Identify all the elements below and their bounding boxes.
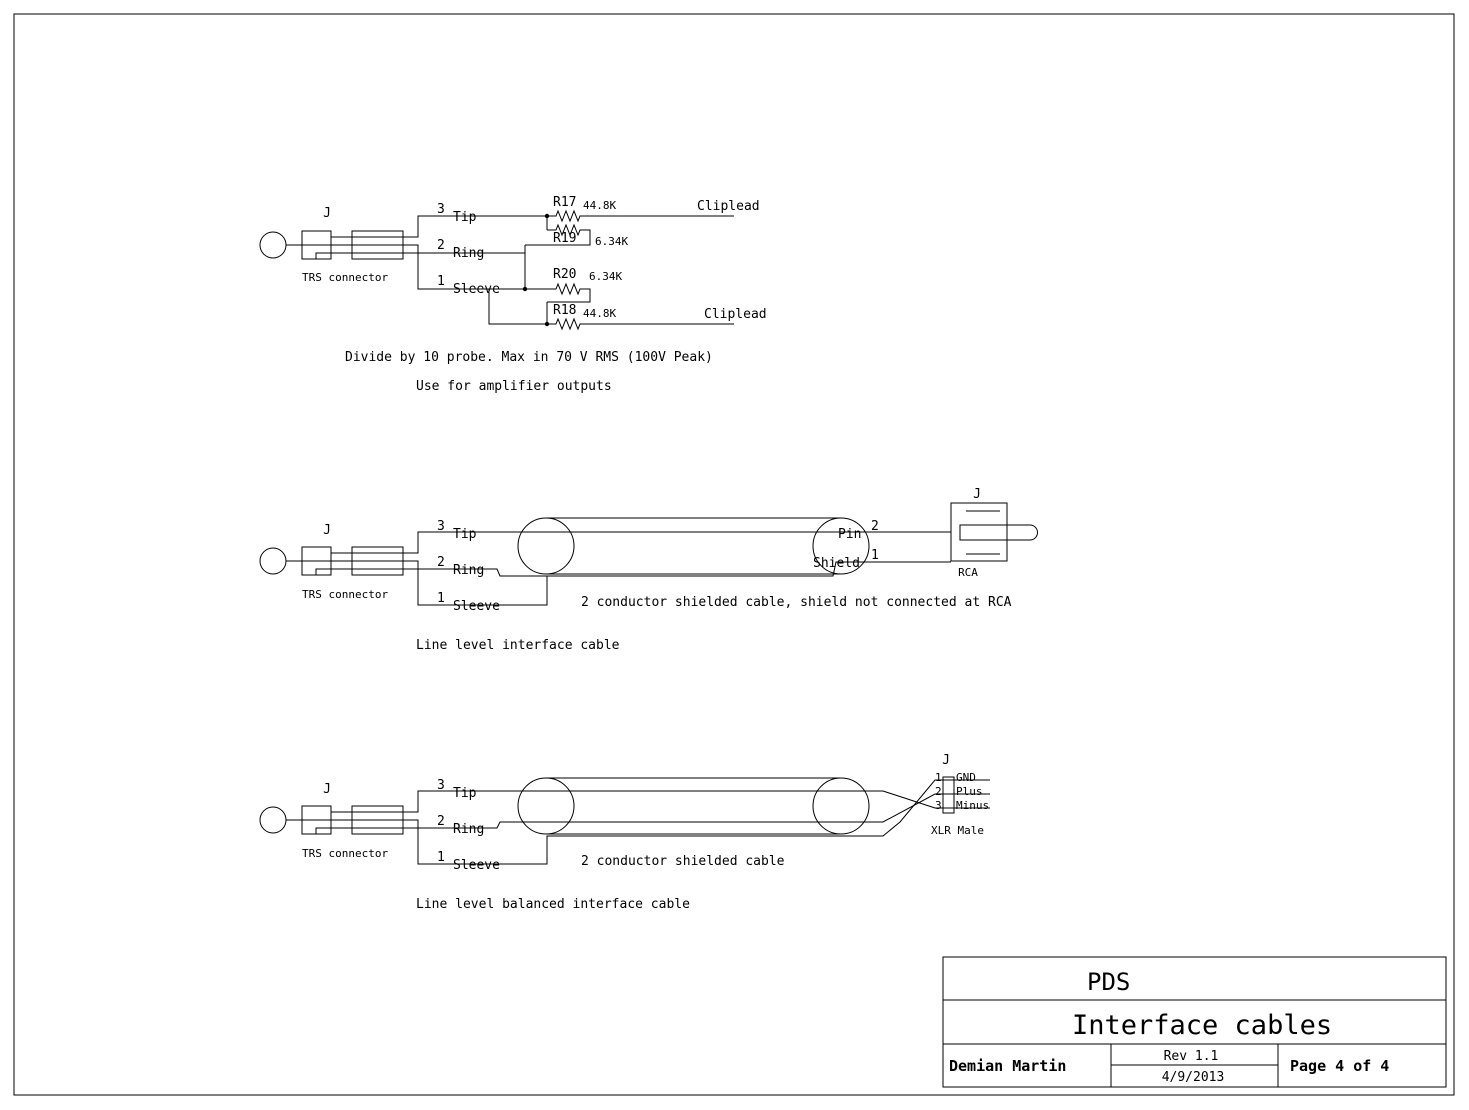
cable-caption: Line level balanced interface cable — [416, 897, 690, 912]
xlr-ref: J — [942, 753, 950, 768]
connector-label: TRS connector — [302, 271, 388, 284]
xlr-connector-symbol — [942, 776, 990, 814]
rca-pin-name: Pin — [838, 527, 861, 542]
ring-lead — [403, 244, 525, 254]
probe-diagram: J TRS connector 3 Tip 2 Ring 1 Sleeve — [259, 195, 767, 394]
pin-name-ring: Ring — [453, 563, 484, 578]
trs-connector-symbol — [259, 805, 418, 835]
ring-lead — [403, 793, 950, 829]
xlr-pin-number: 3 — [935, 799, 942, 812]
probe-caption: Use for amplifier outputs — [416, 379, 612, 394]
pin-number: 2 — [437, 555, 445, 570]
output-label: Cliplead — [704, 307, 767, 322]
rca-pin-number: 2 — [871, 519, 879, 534]
tip-lead — [403, 790, 950, 813]
trs-connector-symbol — [259, 546, 418, 576]
resistor-ref: R18 — [553, 303, 576, 318]
pin-name-tip: Tip — [453, 786, 477, 801]
resistor-value: 6.34K — [595, 235, 628, 248]
sleeve-lead — [403, 779, 950, 865]
pin-name-ring: Ring — [453, 246, 484, 261]
tip-lead — [403, 215, 547, 238]
rca-pin-name: Shield — [813, 556, 860, 571]
xlr-pin-name: Minus — [956, 799, 989, 812]
resistor-value: 44.8K — [583, 307, 616, 320]
xlr-cable-diagram: J TRS connector 3 Tip 2 Ring 1 Sleeve J … — [259, 753, 990, 912]
author-name: Demian Martin — [949, 1057, 1066, 1075]
resistor-value: 6.34K — [589, 270, 622, 283]
resistor-value: 44.8K — [583, 199, 616, 212]
shielded-cable-symbol — [517, 517, 870, 575]
pin-name-tip: Tip — [453, 210, 477, 225]
shielded-cable-symbol — [517, 777, 870, 835]
connector-ref: J — [323, 782, 331, 797]
rca-ref: J — [973, 487, 981, 502]
ring-lead — [403, 560, 951, 577]
resistor-ref: R20 — [553, 267, 576, 282]
trs-connector-symbol — [259, 230, 418, 260]
rca-cable-diagram: J TRS connector 3 Tip 2 Ring 1 Sleeve Pi… — [259, 487, 1038, 653]
sleeve-lead — [403, 252, 547, 290]
pin-name-sleeve: Sleeve — [453, 282, 500, 297]
output-label: Cliplead — [697, 199, 760, 214]
pin-name-sleeve: Sleeve — [453, 599, 500, 614]
pin-name-sleeve: Sleeve — [453, 858, 500, 873]
pin-number: 2 — [437, 238, 445, 253]
cable-note: 2 conductor shielded cable, shield not c… — [581, 595, 1012, 610]
xlr-pin-number: 2 — [935, 785, 942, 798]
pin-number: 3 — [437, 519, 445, 534]
xlr-pin-name: Plus — [956, 785, 983, 798]
pin-number: 1 — [437, 274, 445, 289]
connector-ref: J — [323, 523, 331, 538]
resistor-network — [488, 209, 734, 331]
page-number: Page 4 of 4 — [1290, 1057, 1389, 1075]
rca-connector-symbol — [950, 502, 1038, 562]
xlr-pin-name: GND — [956, 771, 976, 784]
cable-note: 2 conductor shielded cable — [581, 854, 785, 869]
xlr-label: XLR Male — [931, 824, 984, 837]
title-block: PDS Interface cables Demian Martin Rev 1… — [942, 956, 1447, 1088]
pin-number: 2 — [437, 814, 445, 829]
drawing-title: Interface cables — [1072, 1010, 1332, 1041]
connector-label: TRS connector — [302, 847, 388, 860]
connector-ref: J — [323, 206, 331, 221]
xlr-pin-number: 1 — [935, 771, 942, 784]
pin-name-tip: Tip — [453, 527, 477, 542]
resistor-ref: R19 — [553, 231, 576, 246]
revision: Rev 1.1 — [1164, 1049, 1219, 1064]
pin-number: 1 — [437, 591, 445, 606]
resistor-ref: R17 — [553, 195, 576, 210]
rca-pin-number: 1 — [871, 548, 879, 563]
pin-number: 1 — [437, 850, 445, 865]
sleeve-lead — [403, 568, 548, 606]
connector-label: TRS connector — [302, 588, 388, 601]
company-name: PDS — [1087, 968, 1130, 996]
probe-note: Divide by 10 probe. Max in 70 V RMS (100… — [345, 350, 713, 365]
tip-lead — [403, 531, 951, 554]
date: 4/9/2013 — [1162, 1070, 1225, 1085]
cable-caption: Line level interface cable — [416, 638, 620, 653]
sheet-border — [13, 13, 1455, 1096]
pin-number: 3 — [437, 202, 445, 217]
pin-number: 3 — [437, 778, 445, 793]
pin-name-ring: Ring — [453, 822, 484, 837]
rca-label: RCA — [958, 566, 978, 579]
